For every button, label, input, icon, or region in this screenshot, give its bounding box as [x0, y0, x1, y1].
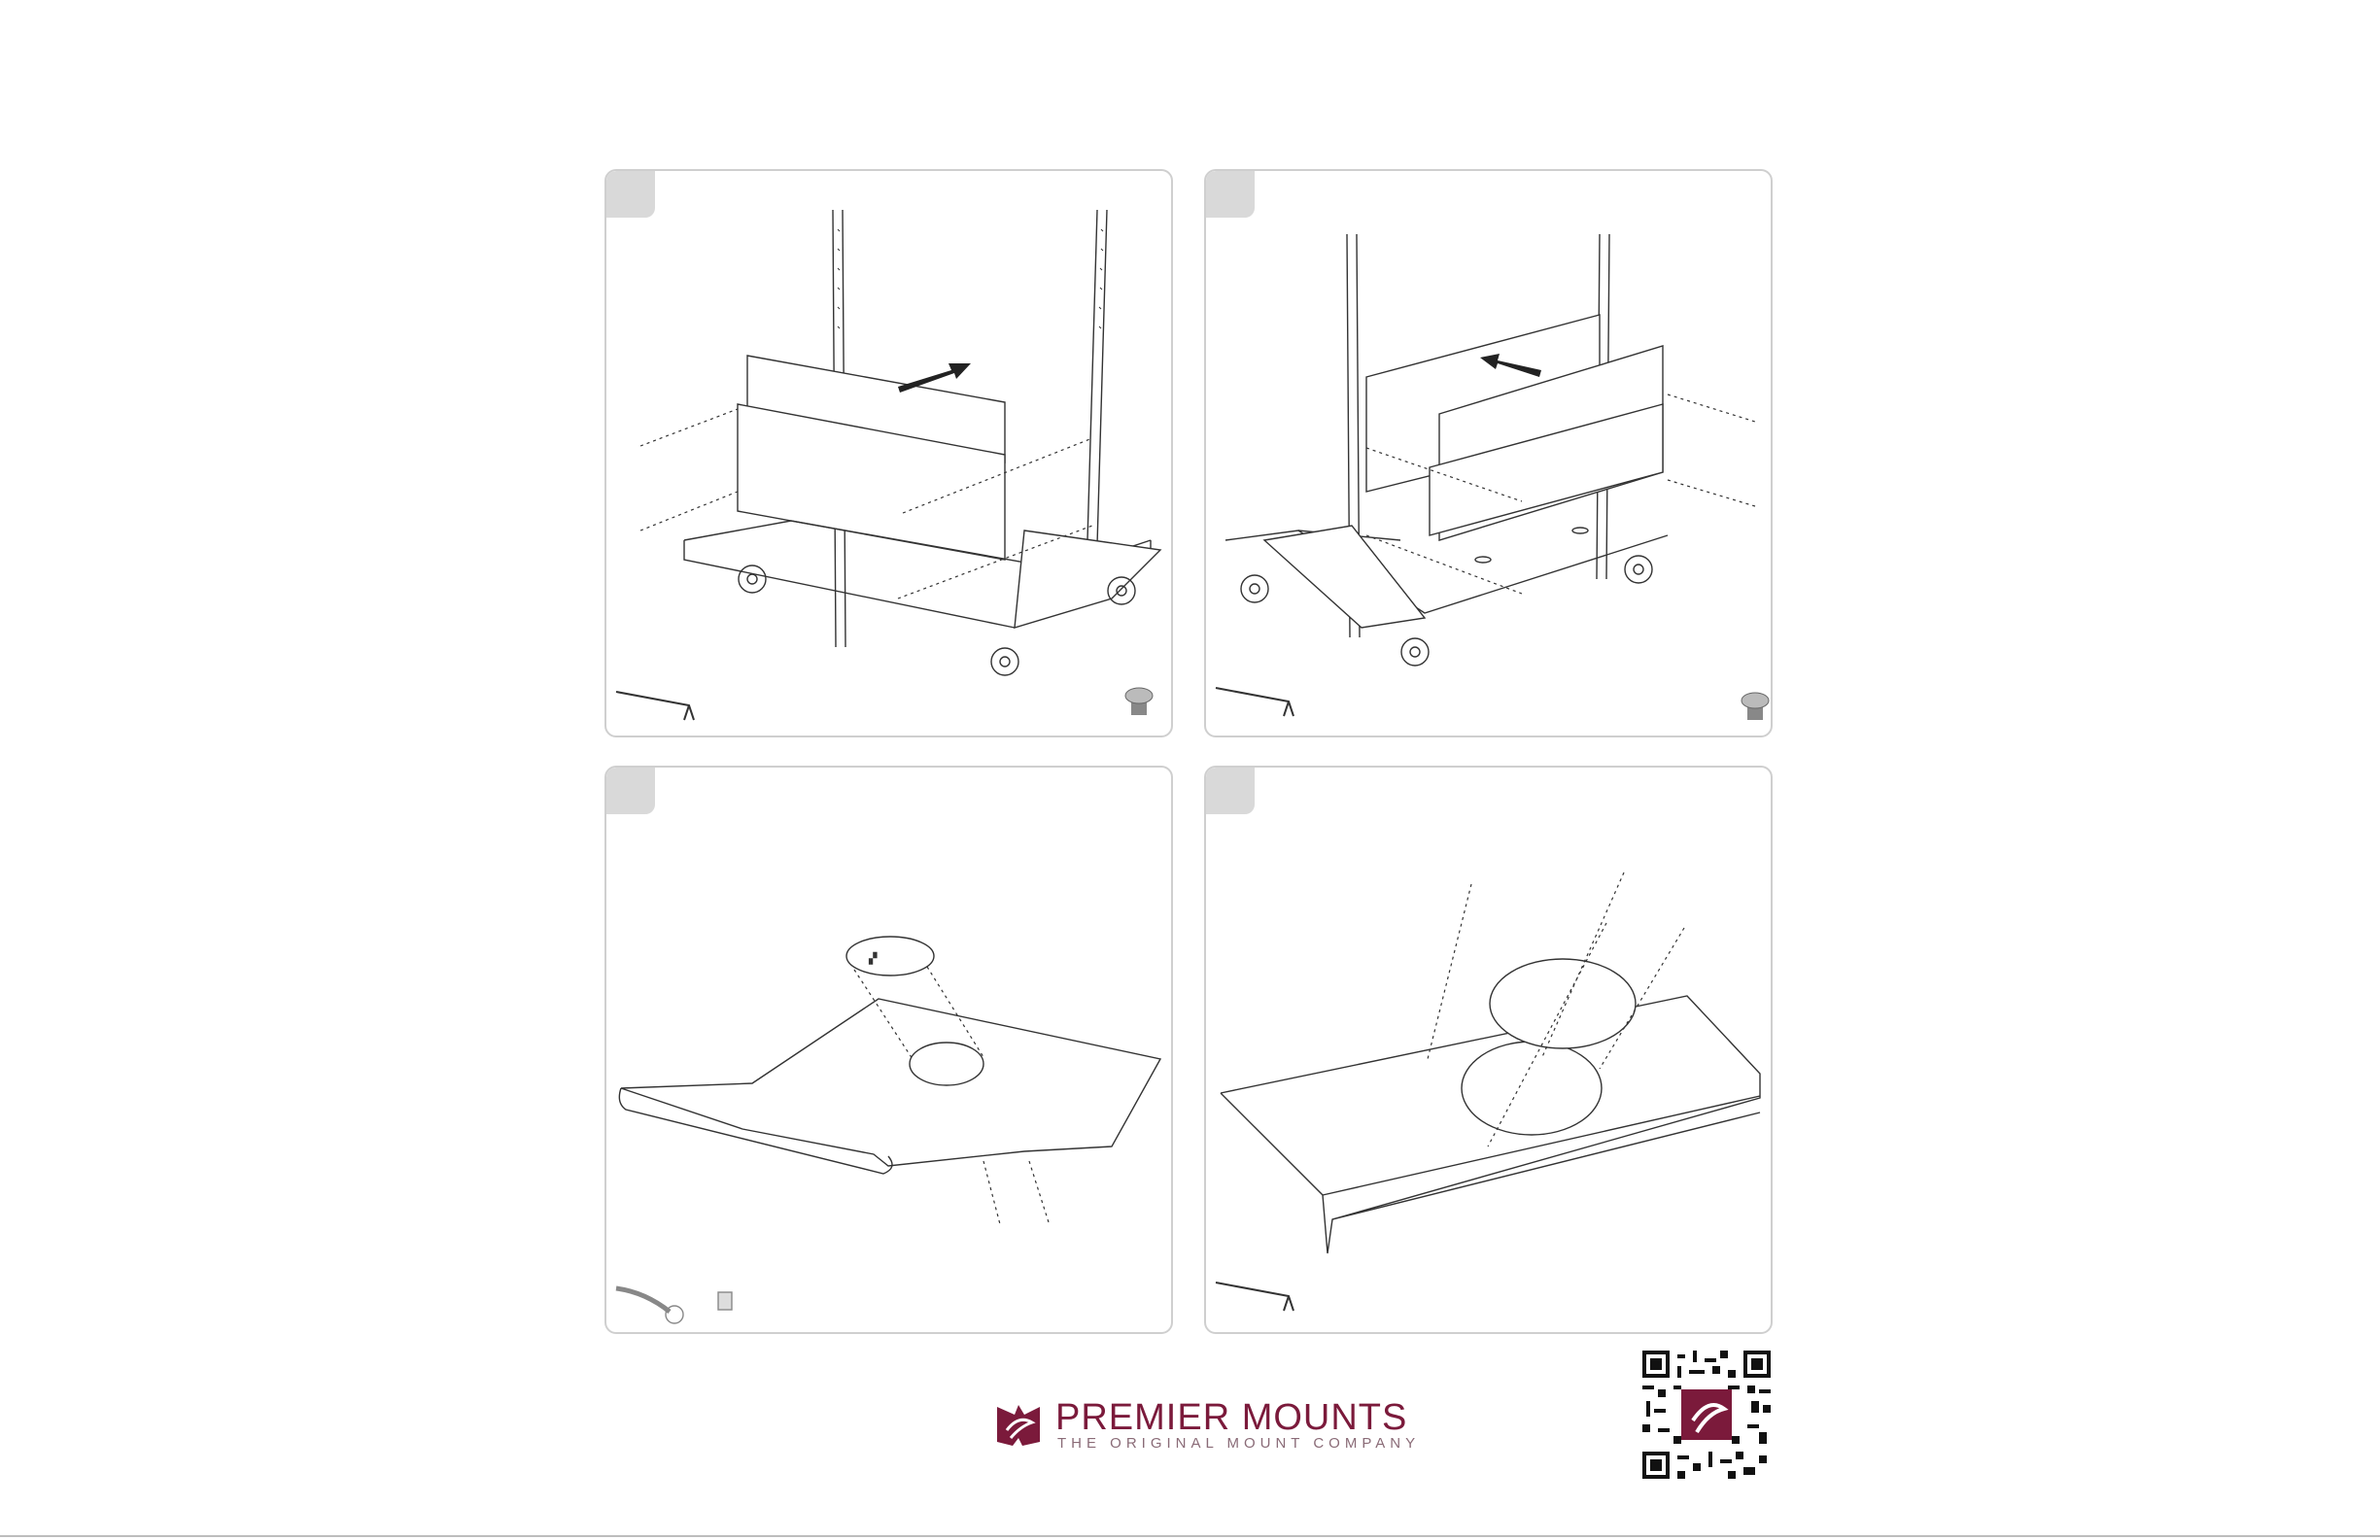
- base-plate-logo-illustration: ▞: [606, 768, 1173, 1334]
- qr-code-icon[interactable]: [1642, 1351, 1771, 1479]
- footer-divider: [0, 1535, 2380, 1537]
- step-panel-1: [604, 169, 1173, 737]
- disk-engraving-icon: ▞: [868, 951, 878, 965]
- brand-name: PREMIER MOUNTS: [1055, 1397, 1407, 1439]
- cart-rear-panel-illustration: [606, 171, 1173, 737]
- base-plate-cover-illustration: [1206, 768, 1773, 1334]
- premier-mounts-logo-icon: [995, 1401, 1042, 1448]
- brand-name-premier: PREMIER: [1055, 1397, 1230, 1438]
- step-panel-4: [1204, 766, 1773, 1334]
- cart-side-panel-illustration: [1206, 171, 1773, 737]
- step-panel-3: ▞: [604, 766, 1173, 1334]
- step-panel-2: [1204, 169, 1773, 737]
- premier-mounts-logo: PREMIER MOUNTS THE ORIGINAL MOUNT COMPAN…: [995, 1399, 1403, 1450]
- brand-name-mounts: MOUNTS: [1242, 1397, 1408, 1438]
- brand-tagline: THE ORIGINAL MOUNT COMPANY: [1057, 1435, 1420, 1452]
